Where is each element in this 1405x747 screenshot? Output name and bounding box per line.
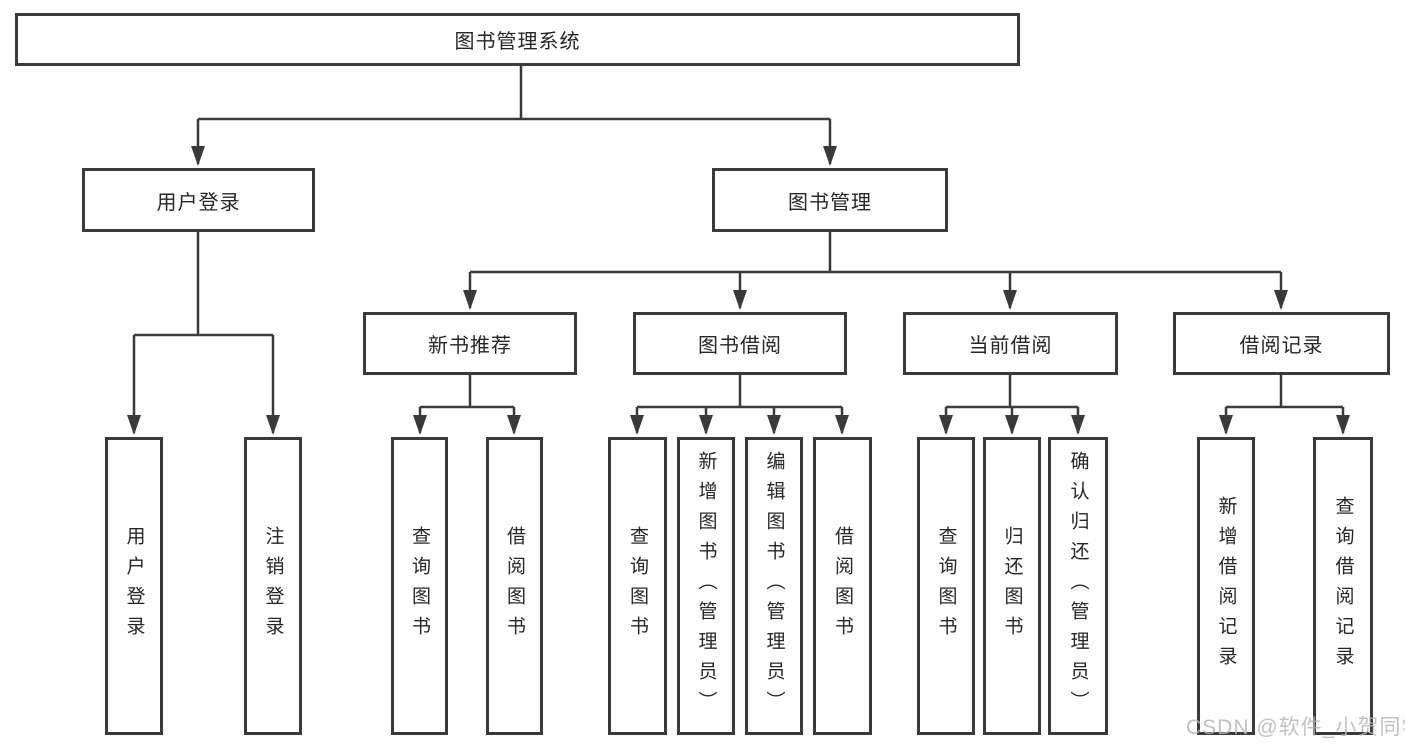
leaf-add-book-admin: 新增图书（管理员） [677,437,735,735]
node-new-book-recommend: 新书推荐 [363,312,577,375]
leaf-return-book-label: 归还图书 [1001,526,1023,646]
leaf-logout-label: 注销登录 [262,526,284,646]
node-book-borrow-label: 图书借阅 [698,335,782,357]
node-user-login-label: 用户登录 [156,191,241,214]
leaf-add-book-admin-label: 新增图书（管理员） [695,451,717,721]
leaf-query-borrow-record-label: 查询借阅记录 [1332,496,1354,676]
leaf-query-books-2: 查询图书 [608,437,667,735]
leaf-user-login-label: 用户登录 [123,526,145,646]
leaf-borrow-books-1-label: 借阅图书 [504,526,525,646]
leaf-borrow-books-1: 借阅图书 [486,437,543,735]
leaf-return-book: 归还图书 [983,437,1041,735]
leaf-query-books-2-label: 查询图书 [627,526,648,646]
leaf-query-books-1-label: 查询图书 [409,526,430,646]
node-root-label: 图书管理系统 [454,31,581,53]
leaf-query-books-3: 查询图书 [917,437,975,735]
node-borrow-records-label: 借阅记录 [1239,335,1324,357]
node-new-book-recommend-label: 新书推荐 [428,335,512,357]
leaf-logout: 注销登录 [244,437,302,735]
node-book-management: 图书管理 [712,168,948,232]
leaf-borrow-books-2: 借阅图书 [813,437,872,735]
leaf-query-books-3-label: 查询图书 [935,526,957,646]
node-current-borrow-label: 当前借阅 [968,335,1053,357]
leaf-borrow-books-2-label: 借阅图书 [832,526,853,646]
csdn-watermark: CSDN @软件_小贺同学 [1186,716,1405,739]
leaf-edit-book-admin: 编辑图书（管理员） [745,437,803,735]
leaf-add-borrow-record: 新增借阅记录 [1197,437,1255,735]
node-user-login: 用户登录 [82,168,315,232]
node-root: 图书管理系统 [15,13,1020,66]
node-current-borrow: 当前借阅 [903,312,1118,375]
leaf-query-borrow-record: 查询借阅记录 [1313,437,1373,735]
leaf-confirm-return-admin: 确认归还（管理员） [1048,437,1108,735]
node-borrow-records: 借阅记录 [1173,312,1390,375]
leaf-query-books-1: 查询图书 [391,437,448,735]
leaf-user-login: 用户登录 [105,437,163,735]
node-book-borrow: 图书借阅 [633,312,847,375]
connector-arrows [127,119,1350,435]
leaf-add-borrow-record-label: 新增借阅记录 [1215,496,1237,676]
node-book-management-label: 图书管理 [788,191,872,214]
leaf-confirm-return-admin-label: 确认归还（管理员） [1067,451,1089,721]
leaf-edit-book-admin-label: 编辑图书（管理员） [763,451,785,721]
